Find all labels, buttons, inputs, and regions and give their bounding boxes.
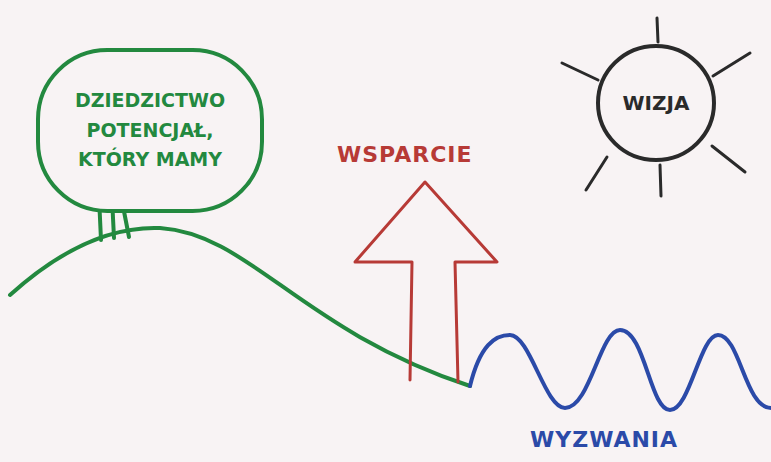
node-text: DZIEDZICTWO POTENCJAŁ, KTÓRY MAMY [60, 86, 240, 174]
support-label: WSPARCIE [337, 142, 473, 167]
circle-shape [598, 46, 714, 160]
vision-sun: WIZJA [596, 44, 716, 162]
heritage-sign: DZIEDZICTWO POTENCJAŁ, KTÓRY MAMY [36, 48, 264, 213]
challenges-label: WYZWANIA [530, 427, 678, 452]
node-text: WIZJA [623, 91, 690, 115]
support-arrow [355, 182, 497, 382]
wave-line [470, 330, 771, 410]
sun-rays [562, 18, 750, 196]
blob-shape [38, 50, 262, 211]
hill-line [10, 228, 470, 386]
